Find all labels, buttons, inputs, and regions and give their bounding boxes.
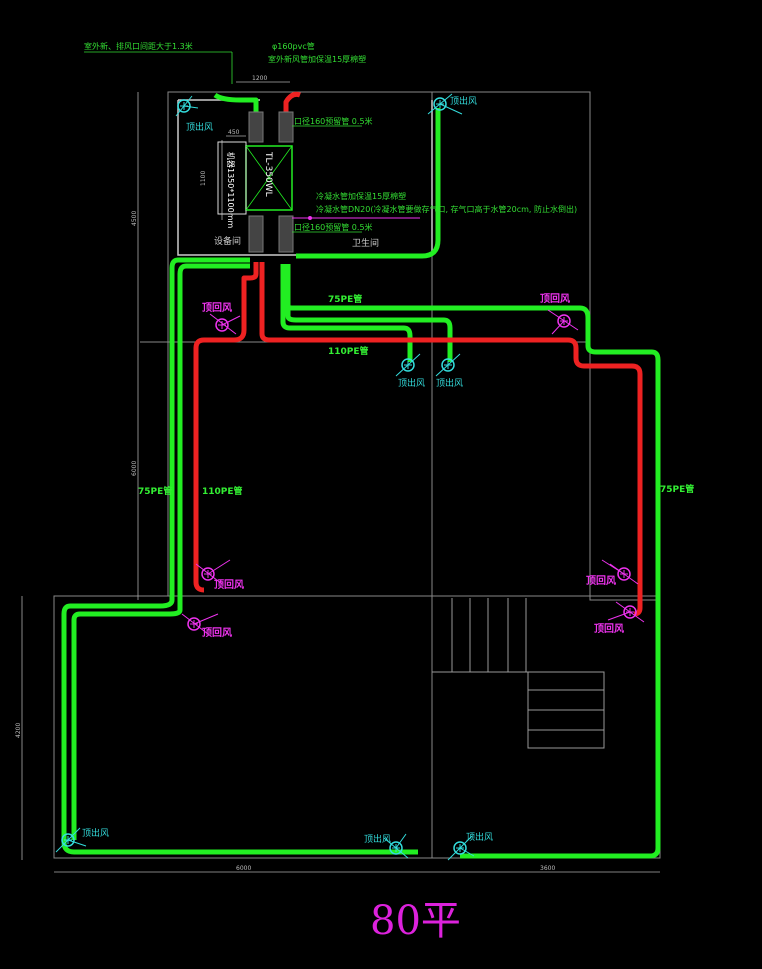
stairs — [432, 598, 605, 749]
dim-left-bottom: 4200 — [15, 723, 22, 738]
vent-label: 顶回风 — [594, 623, 624, 635]
vent-label: 顶回风 — [202, 627, 232, 639]
unit-model: TL-350WL — [263, 151, 273, 197]
unit-size: 机器1350*1100mm — [226, 152, 236, 229]
vent-label: 顶回风 — [586, 575, 616, 587]
dim-bottom-right: 3600 — [540, 865, 555, 872]
note-insulation: 室外新风管加保温15厚棉塑 — [268, 54, 366, 64]
vent-return-lower-left[interactable]: 顶回风 — [181, 613, 232, 639]
vent-label: 顶出风 — [364, 833, 391, 845]
dim-left-top: 4500 — [131, 211, 138, 226]
vent-label: 顶回风 — [214, 579, 244, 591]
pipe-label-110-left: 110PE管 — [202, 485, 243, 497]
vent-return-mid-left[interactable]: 顶回风 — [195, 559, 244, 591]
vent-return-upper-right[interactable]: 顶回风 — [540, 293, 579, 335]
note-spacing: 室外新、排风口间距大于1.3米 — [84, 41, 193, 51]
room-bathroom: 卫生间 — [352, 237, 379, 249]
vent-return-upper-left[interactable]: 顶回风 — [202, 302, 241, 335]
vent-return-lower-right[interactable]: 顶回风 — [594, 601, 645, 635]
dim-bottom-left: 6000 — [236, 865, 251, 872]
note-pvc: φ160pvc管 — [272, 41, 315, 51]
vent-supply-center-left[interactable]: 顶出风 — [395, 353, 425, 389]
vent-supply-top-left[interactable]: 顶出风 — [175, 95, 213, 133]
fresh-air-unit: TL-350WL 机器1350*1100mm — [217, 141, 293, 229]
dim-unit-w: 450 — [228, 129, 240, 136]
vent-supply-bottom-left[interactable]: 顶出风 — [55, 827, 109, 853]
pipe-label-75-left: 75PE管 — [138, 485, 172, 497]
dim-unit-h: 1100 — [200, 171, 207, 186]
return-pipes — [193, 91, 643, 617]
pipe-label-110-top: 110PE管 — [328, 345, 369, 357]
vent-supply-bottom-right[interactable]: 顶出风 — [447, 831, 493, 861]
vent-label: 顶回风 — [540, 293, 570, 305]
plan-title: 80平 — [370, 898, 461, 944]
dim-top-width: 1200 — [252, 75, 267, 82]
room-equipment: 设备间 — [214, 235, 241, 247]
pipe-label-75-right: 75PE管 — [660, 483, 694, 495]
vent-label: 顶出风 — [186, 121, 213, 133]
vent-label: 顶出风 — [82, 827, 109, 839]
vent-supply-center-right[interactable]: 顶出风 — [435, 353, 463, 389]
pipe-label-75-top: 75PE管 — [328, 293, 362, 305]
duct-columns — [248, 111, 294, 253]
note-condensate-spec: 冷凝水管DN20(冷凝水管要做存气口, 存气口高于水管20cm, 防止水倒出) — [316, 204, 577, 214]
vent-label: 顶出风 — [436, 377, 463, 389]
dim-left-mid: 6000 — [131, 461, 138, 476]
note-condensate-insulation: 冷凝水管加保温15厚棉塑 — [316, 191, 406, 201]
vent-label: 顶出风 — [450, 95, 477, 107]
supply-pipes — [61, 92, 661, 859]
vent-label: 顶出风 — [466, 831, 493, 843]
vent-supply-bottom-center[interactable]: 顶出风 — [364, 833, 409, 859]
vent-return-mid-right[interactable]: 顶回风 — [586, 559, 639, 587]
note-reserve-top: 口径160预留管 0.5米 — [294, 116, 373, 126]
dimension-lines — [21, 81, 660, 873]
note-pointer-dot — [308, 216, 312, 220]
vent-label: 顶回风 — [202, 302, 232, 314]
vent-label: 顶出风 — [398, 377, 425, 389]
vent-supply-top-right[interactable]: 顶出风 — [427, 93, 477, 115]
note-reserve-bottom: 口径160预留管 0.5米 — [294, 222, 373, 232]
